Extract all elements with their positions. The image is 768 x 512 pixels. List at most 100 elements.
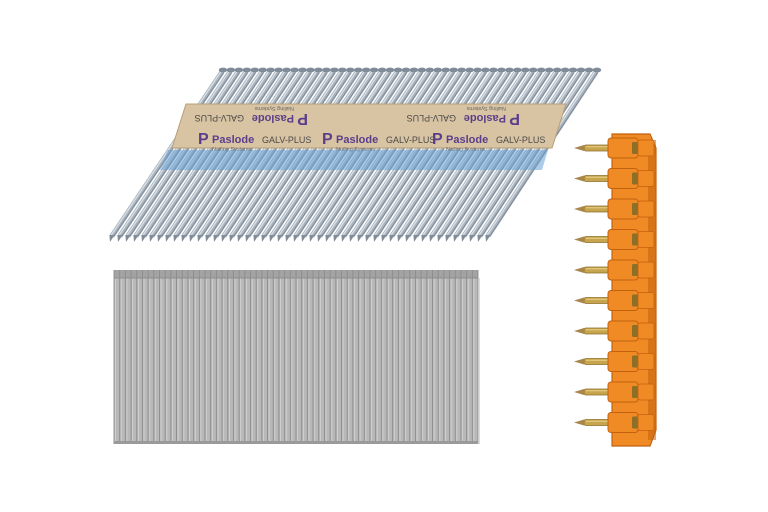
nail-head [433,67,443,73]
pin-head [632,386,638,398]
nail-head [401,67,411,73]
nail-tip [157,235,163,242]
paper-tape-band [171,103,567,149]
nail-tip [325,235,331,242]
plastic-head-cap [637,170,655,187]
nail-tip [333,235,339,242]
nail-head [481,67,490,73]
nail-tip [181,235,187,242]
nail-tip [429,235,435,242]
nail-tip [229,235,235,242]
pin-head [632,203,638,215]
nail-tip [453,235,459,242]
nail-head [505,67,514,73]
pin-point [574,389,584,395]
nail-head [242,67,252,73]
nail-head [584,67,594,73]
concrete-pin [574,259,655,281]
nail-tip [109,235,115,242]
nail-tip [133,235,139,242]
nail-head [330,67,339,73]
nail-head [377,67,387,73]
nail-head [290,67,299,73]
plastic-head-cap [637,353,655,370]
nail-tip [405,235,411,242]
pin-point [574,267,584,273]
nail-tip [197,235,203,242]
nail-tip [117,235,123,242]
nail-head [560,67,570,73]
nail-head [513,67,522,73]
nail-tip [237,235,243,242]
nail-tip [125,235,131,242]
concrete-pin [574,351,655,372]
nail-head [346,67,355,73]
concrete-pin [574,320,655,342]
concrete-pin [574,229,655,250]
nail-head [282,67,291,73]
pin-head [632,142,638,154]
pin-point [574,297,584,304]
nail-tip [373,235,379,242]
plastic-head-cap [637,139,655,157]
concrete-pin [574,137,655,159]
nail-tip [189,235,195,242]
nail-head [393,67,403,73]
nail-head [274,67,283,73]
nail-head [592,67,602,73]
nail-head [385,67,395,73]
nail-tip [365,235,371,242]
brand-name: Paslode [252,112,294,124]
pin-head [632,355,638,368]
nail-tip [381,235,387,242]
nail-head [409,67,419,73]
nail-head [576,67,586,73]
nail-tip [341,235,347,242]
pin-head [632,172,638,185]
pin-point [574,236,584,243]
nail-head [298,67,307,73]
pin-head [632,325,638,337]
brand-name: Paslode [212,134,254,146]
nail-head [489,67,498,73]
nail-head [568,67,578,73]
nail-tip [269,235,275,242]
brad-nail-strip [113,270,481,444]
nail-tip [357,235,363,242]
nail-tip [285,235,291,242]
nail-tip [293,235,299,242]
pin-point [574,328,584,334]
brand-name: Paslode [446,134,488,146]
brand-name: Paslode [464,112,506,124]
nail-tip [301,235,307,242]
brand-logo-mark: P [198,131,209,148]
nail-head [258,67,267,73]
nail-head [521,67,530,73]
nail-tip [437,235,443,242]
product-name: GALV-PLUS [386,135,435,145]
nail-tip [149,235,155,242]
nail-tip [141,235,147,242]
plastic-head-cap [637,322,655,340]
concrete-pin-strip [574,133,657,447]
nail-head [354,67,363,73]
nail-tip [277,235,283,242]
nail-tip [261,235,267,242]
pin-head [632,416,638,429]
plastic-head-cap [637,231,655,248]
nail-tip [309,235,315,242]
product-name: GALV-PLUS [496,135,545,145]
brand-logo-mark: P [432,131,443,148]
nail-head [250,67,260,73]
product-name: GALV-PLUS [407,113,456,123]
plastic-head-cap [637,292,655,309]
nail-head [465,67,474,73]
nail-tip [317,235,323,242]
nail-head [545,67,554,73]
nail-head [497,67,506,73]
brand-subtitle: Nailing Systems [466,105,506,111]
pin-point [574,175,584,182]
nail-tip [221,235,227,242]
